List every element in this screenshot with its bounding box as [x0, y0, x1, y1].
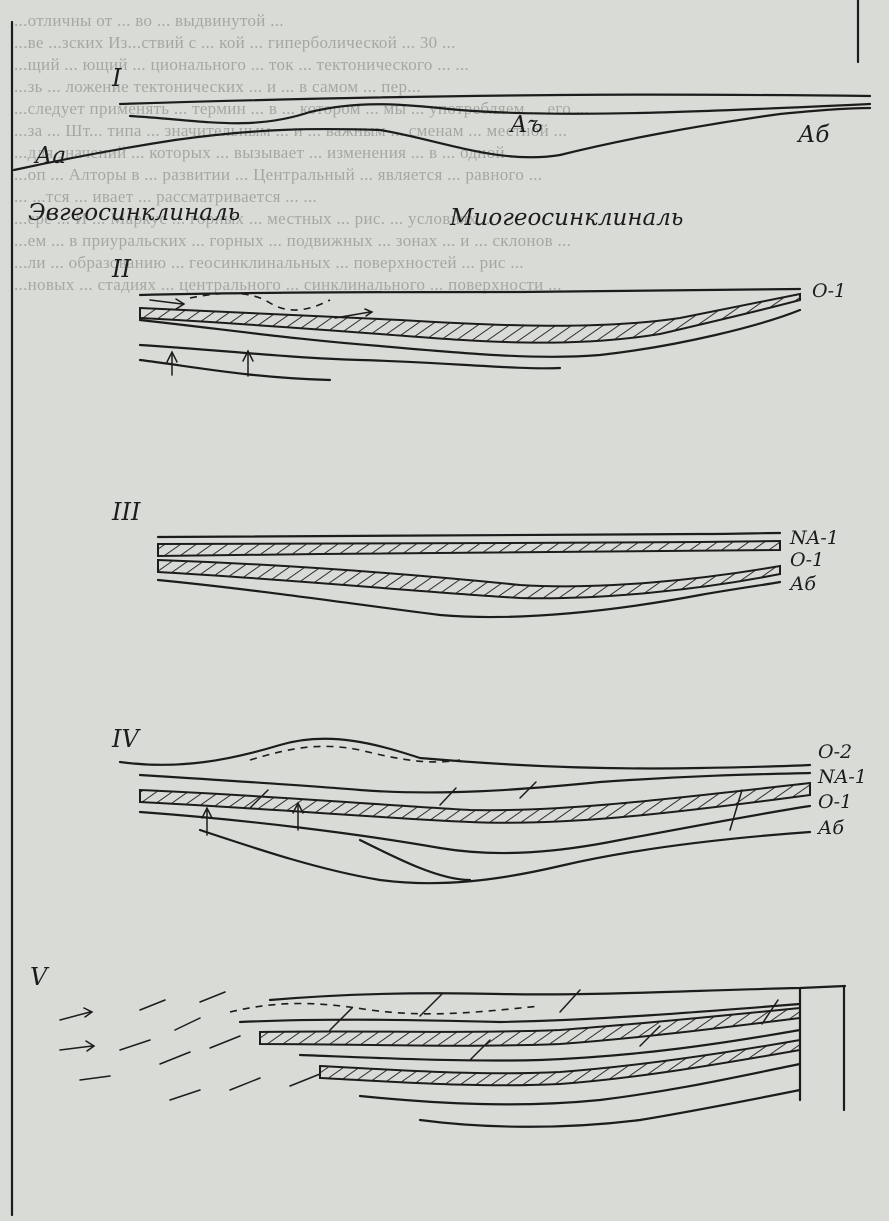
label-Ab: Аб — [796, 122, 830, 148]
label-Aa: Аа — [33, 143, 66, 169]
label-NA1-III: NA-1 — [789, 527, 839, 549]
section-numeral-III: III — [111, 498, 141, 526]
label-Ab-IV: Аб — [816, 817, 844, 839]
label-Ab-III: Аб — [788, 573, 816, 595]
label-eugeosyncline: Эвгеосинклиналь — [28, 200, 240, 226]
label-Ab-center: Аъ — [508, 112, 543, 138]
section-V: V — [30, 963, 845, 1127]
label-O1-II: О-1 — [812, 280, 846, 302]
label-O1-III: О-1 — [790, 549, 824, 571]
section-II: II О-1 — [111, 255, 846, 380]
section-numeral-I: I — [111, 64, 122, 92]
label-O1-IV: О-1 — [818, 791, 852, 813]
label-NA1-IV: NA-1 — [817, 766, 867, 788]
section-I: I Аа Аъ Аб Эвгеосинклиналь Миогеосинклин… — [14, 64, 870, 231]
label-O2-IV: О-2 — [818, 741, 852, 763]
section-IV: IV О-2 NA-1 О-1 Аб — [111, 725, 867, 883]
section-III: III NA-1 О-1 Аб — [111, 498, 839, 617]
section-numeral-V: V — [30, 963, 50, 991]
section-numeral-IV: IV — [111, 725, 141, 753]
label-miogeosyncline: Миогеосинклиналь — [449, 205, 683, 231]
section-numeral-II: II — [111, 255, 131, 283]
